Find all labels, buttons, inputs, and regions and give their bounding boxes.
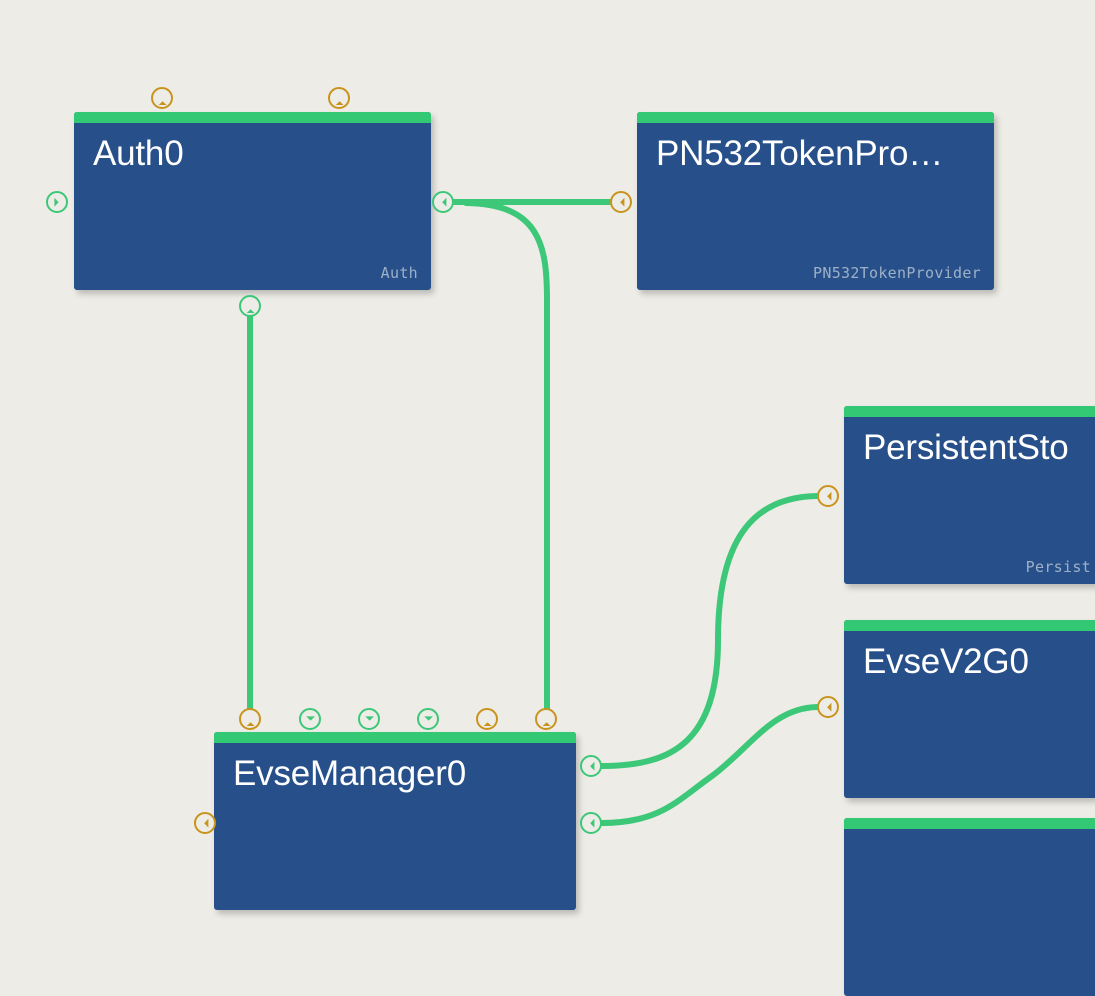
node-title: EvseManager0 (233, 754, 467, 793)
port-up-icon[interactable] (239, 708, 261, 730)
node-header (844, 406, 1095, 417)
port-left-icon[interactable] (817, 696, 839, 718)
node-header (214, 732, 576, 743)
port-down-icon[interactable] (417, 708, 439, 730)
node-header (637, 112, 994, 123)
port-up-icon[interactable] (151, 87, 173, 109)
node-subtitle: Persist (1025, 558, 1091, 576)
port-down-icon[interactable] (358, 708, 380, 730)
node-header (844, 620, 1095, 631)
port-left-icon[interactable] (817, 485, 839, 507)
node-header (74, 112, 431, 123)
node-evsemanager0[interactable]: EvseManager0 (214, 732, 576, 910)
node-bottom-right-partial[interactable] (844, 818, 1095, 996)
edge[interactable] (463, 200, 550, 711)
node-title: PN532TokenPro… (656, 134, 944, 173)
edge[interactable] (599, 704, 820, 826)
port-up-icon[interactable] (476, 708, 498, 730)
node-title: PersistentSto (863, 428, 1069, 467)
port-right-icon[interactable] (46, 191, 68, 213)
node-persistentstore[interactable]: PersistentSto Persist (844, 406, 1095, 584)
port-down-icon[interactable] (299, 708, 321, 730)
port-left-icon[interactable] (432, 191, 454, 213)
node-evsev2g0[interactable]: EvseV2G0 (844, 620, 1095, 798)
edge[interactable] (599, 493, 820, 769)
node-title: EvseV2G0 (863, 642, 1029, 681)
port-left-icon[interactable] (194, 812, 216, 834)
port-up-icon[interactable] (239, 295, 261, 317)
port-left-icon[interactable] (610, 191, 632, 213)
node-subtitle: PN532TokenProvider (813, 264, 981, 282)
node-pn532tokenprovider[interactable]: PN532TokenPro… PN532TokenProvider (637, 112, 994, 290)
port-up-icon[interactable] (535, 708, 557, 730)
port-left-icon[interactable] (580, 812, 602, 834)
node-header (844, 818, 1095, 829)
node-subtitle: Auth (380, 264, 418, 282)
node-auth0[interactable]: Auth0 Auth (74, 112, 431, 290)
port-up-icon[interactable] (328, 87, 350, 109)
node-title: Auth0 (93, 134, 184, 173)
port-left-icon[interactable] (580, 755, 602, 777)
